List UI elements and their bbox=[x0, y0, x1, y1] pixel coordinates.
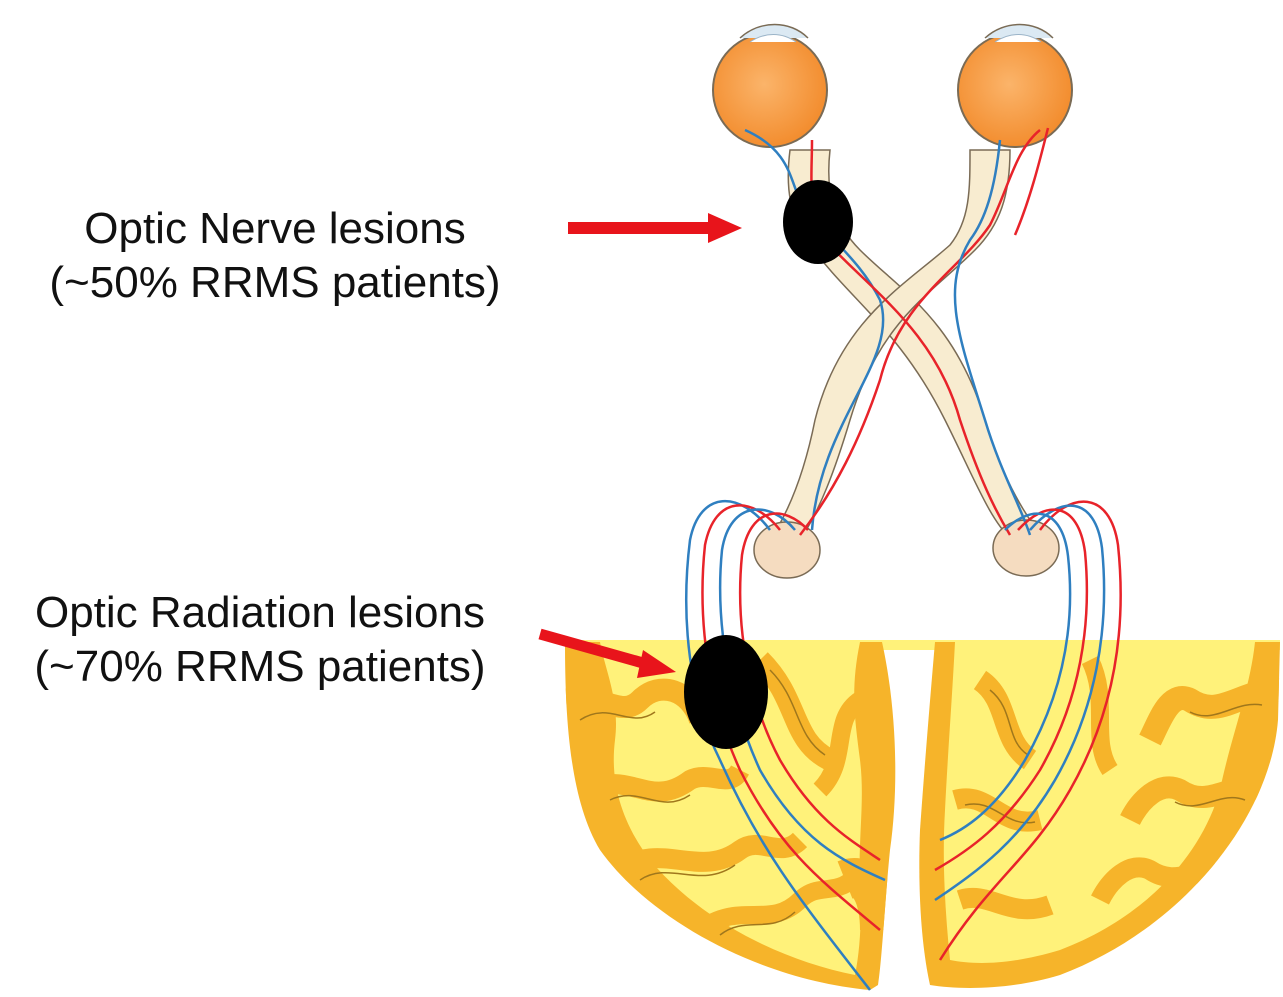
optic-pathway-tissue bbox=[753, 149, 1060, 579]
left-lgn bbox=[753, 521, 821, 579]
cornea bbox=[984, 23, 1054, 39]
right-eye bbox=[957, 23, 1073, 148]
optic-radiation-label-line1: Optic Radiation lesions bbox=[34, 588, 485, 637]
optic-radiation-label-line2: (~70% RRMS patients) bbox=[34, 642, 486, 691]
cortex-top-band bbox=[565, 640, 1280, 650]
left-occipital-lobe bbox=[565, 642, 896, 990]
optic-nerve-label-line1: Optic Nerve lesions bbox=[84, 204, 466, 253]
right-occipital-lobe bbox=[919, 642, 1280, 988]
right-lgn bbox=[992, 519, 1060, 577]
arrow-icon bbox=[538, 628, 676, 678]
occipital-cortex bbox=[565, 640, 1280, 990]
optic-nerve-lesion bbox=[783, 180, 853, 264]
optic-radiation-lesions-label: Optic Radiation lesions (~70% RRMS patie… bbox=[0, 586, 520, 694]
arrow-icon bbox=[568, 213, 742, 243]
optic-radiation-lesion bbox=[684, 635, 768, 749]
cornea bbox=[739, 23, 809, 39]
left-eye bbox=[712, 23, 828, 148]
optic-nerve-label-line2: (~50% RRMS patients) bbox=[49, 258, 501, 307]
optic-nerve-lesions-label: Optic Nerve lesions (~50% RRMS patients) bbox=[10, 202, 540, 310]
